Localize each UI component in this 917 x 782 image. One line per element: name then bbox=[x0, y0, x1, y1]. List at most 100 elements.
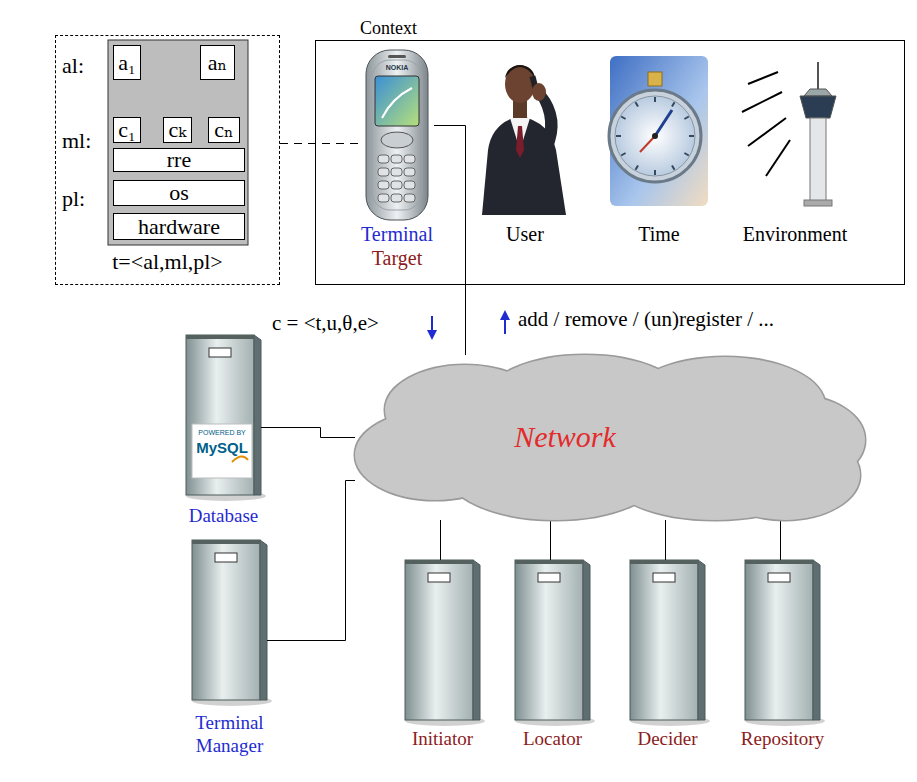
tower-illustration bbox=[800, 96, 836, 118]
server-illustrations bbox=[186, 335, 266, 501]
caption-block: Time bbox=[638, 222, 680, 246]
caption-block: User bbox=[506, 222, 544, 246]
phone-illustration bbox=[388, 55, 406, 58]
user-figure: User bbox=[478, 55, 572, 215]
phone-illustration bbox=[381, 132, 413, 148]
terminal-device: TerminalTarget bbox=[360, 46, 434, 224]
decider-server: Decider bbox=[630, 560, 705, 720]
stack-panel bbox=[108, 40, 248, 245]
user-illustration bbox=[516, 126, 524, 158]
context-frame: ContextTerminalTargetUserTimeEnvironment bbox=[315, 40, 905, 285]
phone-illustration bbox=[404, 194, 415, 202]
tower-illustration bbox=[748, 72, 778, 84]
layer-box: hardware bbox=[113, 213, 245, 240]
database-server: Database bbox=[186, 335, 261, 495]
phone-illustration bbox=[391, 194, 402, 202]
phone-illustration bbox=[366, 50, 428, 220]
layer-name: al: bbox=[62, 53, 84, 78]
figure-label: Time bbox=[638, 222, 680, 246]
phone-illustration bbox=[404, 168, 415, 176]
tower-illustration bbox=[766, 140, 790, 176]
context-tuple: c = <t,u,θ,e> bbox=[272, 311, 379, 335]
cloud-outline bbox=[355, 355, 865, 520]
tower-illustration bbox=[817, 62, 819, 90]
cloud-fill bbox=[355, 355, 865, 520]
locator-server: Locator bbox=[515, 560, 590, 720]
server-illustrations bbox=[405, 560, 485, 726]
tower-illustration bbox=[742, 62, 836, 206]
phone-illustration bbox=[378, 168, 389, 176]
caption-block: Repository bbox=[741, 728, 824, 751]
network-link bbox=[261, 428, 355, 438]
dashed-link bbox=[280, 143, 360, 144]
cloud-label: Network bbox=[514, 419, 616, 455]
box-label: os bbox=[169, 182, 189, 204]
phone-illustration bbox=[391, 155, 402, 163]
box-label: c₁ bbox=[118, 119, 135, 141]
stack-formula: t=<al,ml,pl> bbox=[112, 249, 223, 275]
stack-panel bbox=[108, 40, 248, 245]
network-cloud: Network bbox=[355, 355, 865, 520]
time-figure: Time bbox=[608, 55, 710, 207]
component-box: cₙ bbox=[208, 117, 240, 143]
stopwatch-illustration bbox=[610, 56, 708, 206]
stopwatch-illustration bbox=[655, 110, 672, 136]
tower-illustration bbox=[748, 118, 786, 146]
caption-block: Initiator bbox=[412, 728, 473, 751]
phone-illustration bbox=[378, 155, 389, 163]
phone-illustration bbox=[391, 181, 402, 189]
user-illustration bbox=[532, 83, 546, 101]
server-label: Initiator bbox=[412, 728, 473, 751]
logo-text: POWERED BY bbox=[198, 429, 245, 437]
tower-illustration bbox=[804, 89, 832, 96]
network-link bbox=[665, 520, 666, 560]
server-label: Decider bbox=[637, 728, 697, 751]
user-illustration bbox=[482, 65, 566, 215]
box-label: aₙ bbox=[208, 52, 227, 74]
phone-illustration bbox=[375, 76, 419, 126]
flow-arrows bbox=[427, 330, 437, 340]
flow-arrows bbox=[504, 318, 506, 334]
initiator-server: Initiator bbox=[405, 560, 480, 720]
server-label: Database bbox=[189, 505, 259, 528]
environment-figure: Environment bbox=[735, 60, 855, 206]
caption-block: Environment bbox=[743, 222, 847, 246]
box-label: cₖ bbox=[169, 119, 187, 141]
repository-server: Repository bbox=[745, 560, 820, 720]
server-illustrations bbox=[192, 540, 272, 706]
stopwatch-illustration bbox=[640, 136, 655, 152]
caption-block: Terminal Manager bbox=[180, 712, 280, 758]
mysql-logo bbox=[192, 424, 252, 478]
component-box: cₖ bbox=[163, 117, 192, 143]
phone-illustration bbox=[404, 181, 415, 189]
mysql-logo bbox=[232, 456, 248, 462]
phone-illustration bbox=[391, 168, 402, 176]
tower-illustration bbox=[742, 92, 782, 112]
phone-illustration bbox=[404, 155, 415, 163]
caption-block: TerminalTarget bbox=[361, 222, 433, 270]
phone-illustration bbox=[378, 181, 389, 189]
user-illustration bbox=[505, 65, 535, 103]
box-label: cₙ bbox=[214, 119, 233, 141]
flow-arrows bbox=[427, 310, 510, 340]
operation-list: add / remove / (un)register / ... bbox=[518, 307, 774, 331]
caption-block: Database bbox=[189, 505, 259, 528]
cloud-outline bbox=[405, 375, 805, 495]
network-link bbox=[550, 520, 551, 560]
network-link bbox=[780, 520, 781, 560]
target-stack-frame: t=<al,ml,pl>a₁aₙc₁cₖcₙrreoshardware bbox=[55, 35, 280, 285]
device-label: Terminal bbox=[361, 222, 433, 246]
network-link bbox=[267, 481, 355, 641]
manager-server: Terminal Manager bbox=[192, 540, 267, 700]
device-label: Target bbox=[361, 246, 433, 270]
box-label: rre bbox=[167, 149, 191, 171]
figure-label: Environment bbox=[743, 222, 847, 246]
stopwatch-illustration bbox=[609, 56, 708, 206]
brand-mark: NOKIA bbox=[386, 64, 409, 72]
phone-illustration bbox=[378, 194, 389, 202]
server-illustrations bbox=[630, 560, 710, 726]
stopwatch-illustration bbox=[609, 90, 701, 182]
flow-arrows bbox=[431, 316, 433, 332]
logo-text: MySQL bbox=[196, 439, 248, 456]
